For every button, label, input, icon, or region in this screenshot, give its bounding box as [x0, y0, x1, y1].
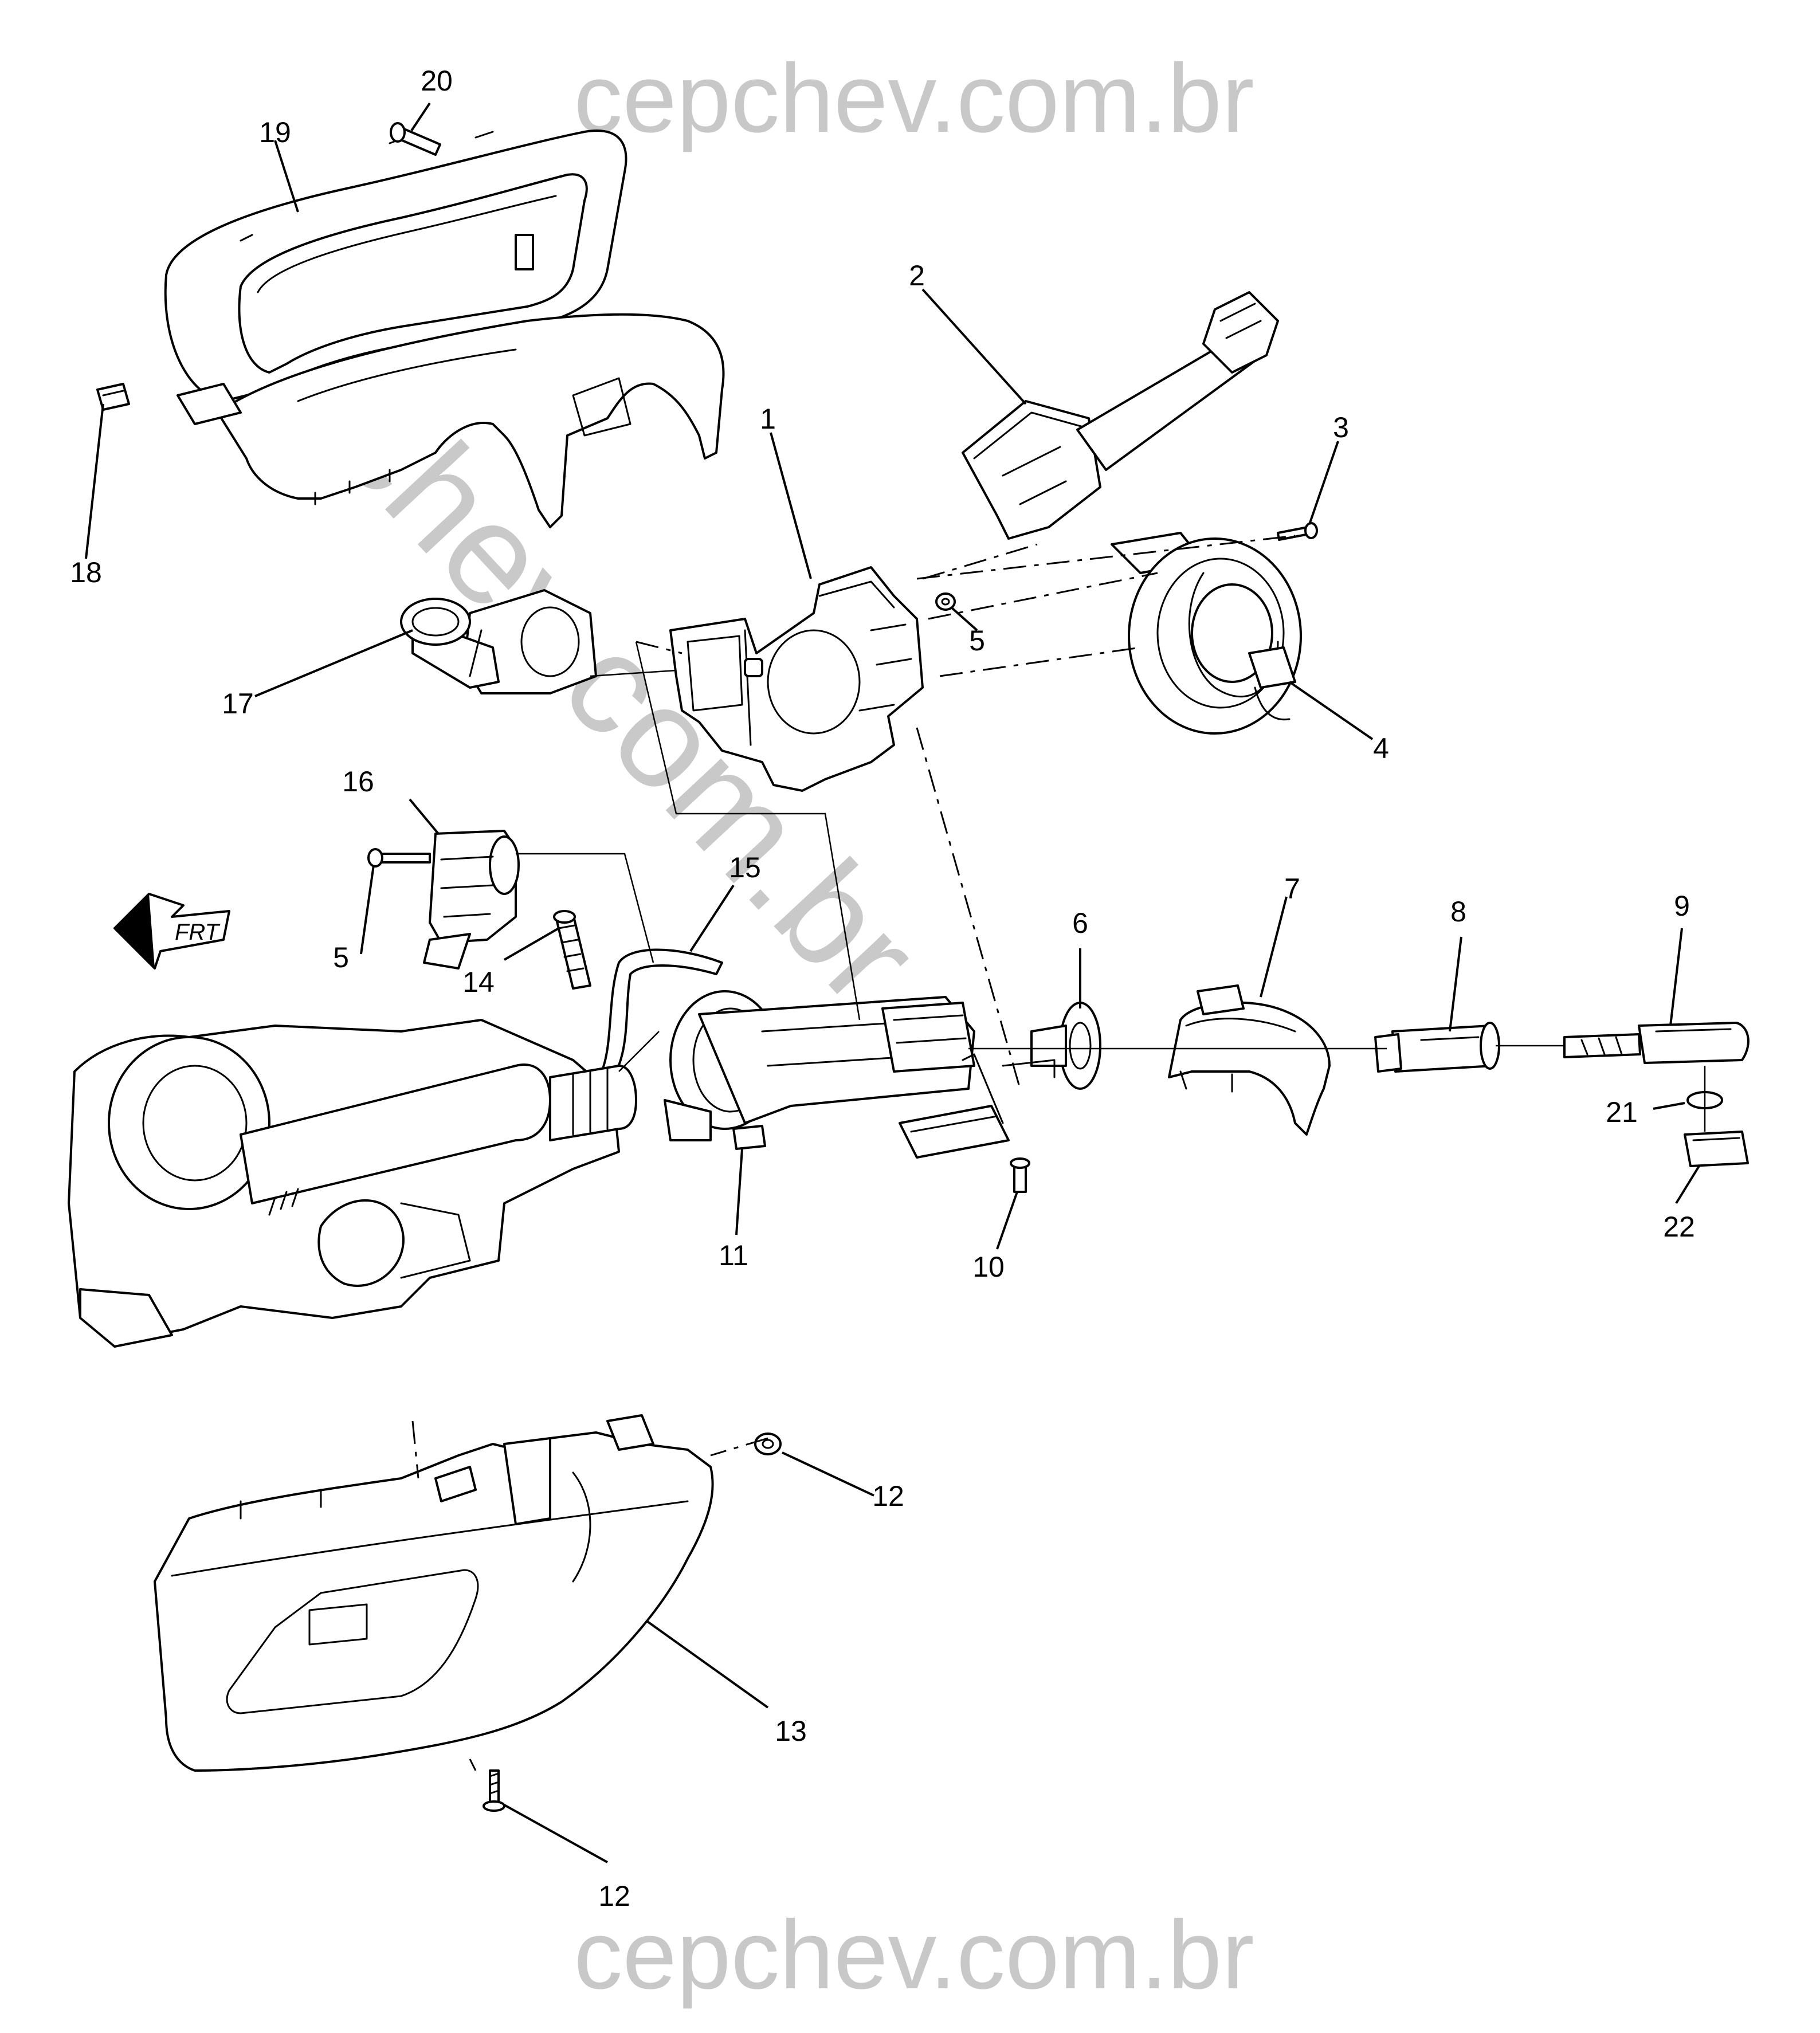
leader-lines [85, 102, 1700, 1863]
part-14-stud [553, 910, 591, 990]
watermark-bottom: cepchev.com.br [574, 1901, 1254, 2010]
callout-11: 11 [719, 1239, 748, 1271]
part-18-clip [96, 383, 130, 411]
part-9-key [1563, 1022, 1750, 1064]
part-12-screw-upper [754, 1432, 782, 1455]
part-1-switch-housing [669, 566, 924, 792]
callout-22: 22 [1663, 1211, 1695, 1243]
part-7-cylinder-cover [1168, 984, 1331, 1136]
callout-14: 14 [462, 966, 495, 998]
watermark-top: cepchev.com.br [574, 44, 1254, 153]
front-direction-arrow-icon: FRT [113, 893, 230, 970]
callout-15: 15 [729, 851, 761, 884]
callout-12-upper: 12 [872, 1480, 904, 1512]
part-steering-column [68, 1019, 637, 1348]
callout-18: 18 [70, 556, 102, 588]
part-19-cluster-bezel [164, 129, 627, 402]
callout-17: 17 [222, 688, 254, 720]
part-20-bolt [390, 122, 441, 156]
callout-16: 16 [342, 766, 374, 798]
callout-7: 7 [1284, 873, 1300, 905]
callout-labels: 1 2 3 4 5 5 6 7 8 9 10 11 12 12 13 14 15… [70, 65, 1695, 1912]
callout-4: 4 [1373, 732, 1389, 764]
part-5-screw-lower [367, 848, 431, 868]
part-11-lock-housing [664, 990, 975, 1150]
callout-21: 21 [1606, 1096, 1638, 1128]
callout-12-lower: 12 [598, 1880, 630, 1912]
callout-20: 20 [421, 65, 453, 97]
callout-13: 13 [775, 1715, 807, 1747]
callout-8: 8 [1450, 896, 1466, 928]
part-17-turn-signal-switch [400, 589, 597, 694]
part-4-airbag-coil [1111, 532, 1302, 735]
callout-5-upper: 5 [969, 625, 985, 657]
alignment-lines [411, 535, 1706, 1771]
part-5-nut-upper [935, 592, 956, 611]
part-upper-column-cover [176, 313, 725, 528]
part-10-bracket [899, 1053, 1030, 1193]
part-8-lock-cylinder [1374, 1022, 1500, 1073]
part-2-wiper-switch [962, 291, 1279, 540]
part-13-lower-cover [154, 1414, 714, 1772]
callout-3: 3 [1333, 411, 1349, 444]
direction-arrow-label: FRT [175, 920, 221, 945]
callout-1: 1 [760, 403, 776, 435]
part-6-lock-ring [1002, 1002, 1101, 1090]
callout-10: 10 [972, 1251, 1005, 1283]
callout-9: 9 [1674, 890, 1690, 922]
callout-5-lower: 5 [333, 941, 349, 974]
callout-6: 6 [1072, 907, 1088, 939]
part-16-switch-module [423, 830, 520, 970]
callout-19: 19 [259, 116, 291, 148]
part-12-screw-lower [483, 1769, 505, 1812]
callout-2: 2 [909, 260, 925, 292]
part-22-fob-cap [1684, 1131, 1749, 1167]
